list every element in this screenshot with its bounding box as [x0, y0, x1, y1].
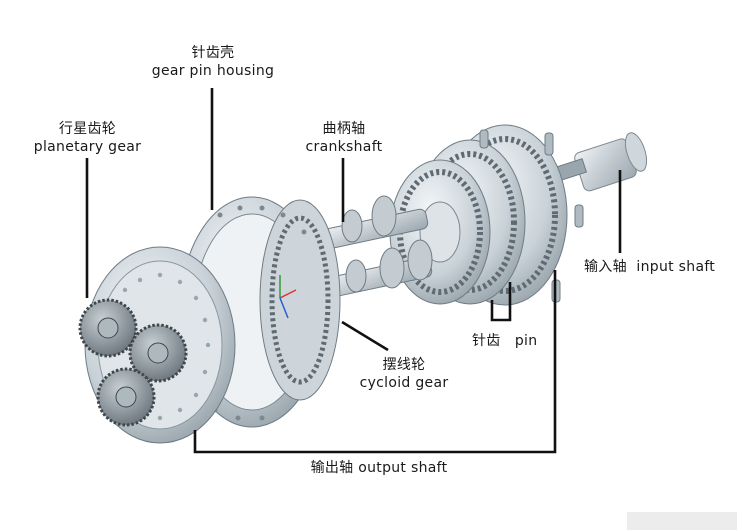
gear-pin-housing-en: gear pin housing	[151, 63, 275, 79]
leader-output-shaft	[193, 270, 557, 454]
cycloid-gear-en: cycloid gear	[359, 375, 449, 391]
label-pin: 针齿 pin	[472, 332, 552, 350]
leader-cycloid-gear	[341, 320, 389, 352]
output-shaft-zh: 输出轴	[310, 460, 354, 476]
label-gear-pin-housing: 针齿壳 gear pin housing	[140, 44, 286, 80]
label-planetary-gear: 行星齿轮 planetary gear	[25, 120, 150, 156]
rear-cycloid-stack	[389, 124, 584, 306]
label-crankshaft: 曲柄轴 crankshaft	[296, 120, 392, 156]
cycloid-gear-zh: 摆线轮	[382, 357, 426, 373]
axis-triad	[279, 275, 297, 319]
label-cycloid-gear: 摆线轮 cycloid gear	[350, 356, 458, 392]
pin-zh: 针齿	[472, 333, 501, 349]
input-shaft-en: input shaft	[636, 259, 716, 275]
leader-lines	[85, 88, 622, 454]
leader-pin	[490, 282, 512, 322]
input-shaft-zh: 输入轴	[584, 259, 627, 275]
crankshaft-zh: 曲柄轴	[322, 121, 366, 137]
planetary-gear-zh: 行星齿轮	[58, 121, 117, 137]
planetary-gear-en: planetary gear	[33, 139, 142, 155]
label-input-shaft: 输入轴 input shaft	[584, 258, 732, 276]
pin-en: pin	[514, 333, 538, 349]
input-shaft-motor	[552, 132, 648, 192]
output-shaft-en: output shaft	[358, 460, 448, 476]
label-output-shaft: 输出轴 output shaft	[294, 459, 464, 477]
crankshaft-assembly	[317, 195, 433, 299]
crankshaft-en: crankshaft	[305, 139, 383, 155]
corner-shade	[627, 512, 737, 530]
planetary-gears	[78, 298, 188, 427]
gear-pin-housing-zh: 针齿壳	[191, 45, 235, 61]
